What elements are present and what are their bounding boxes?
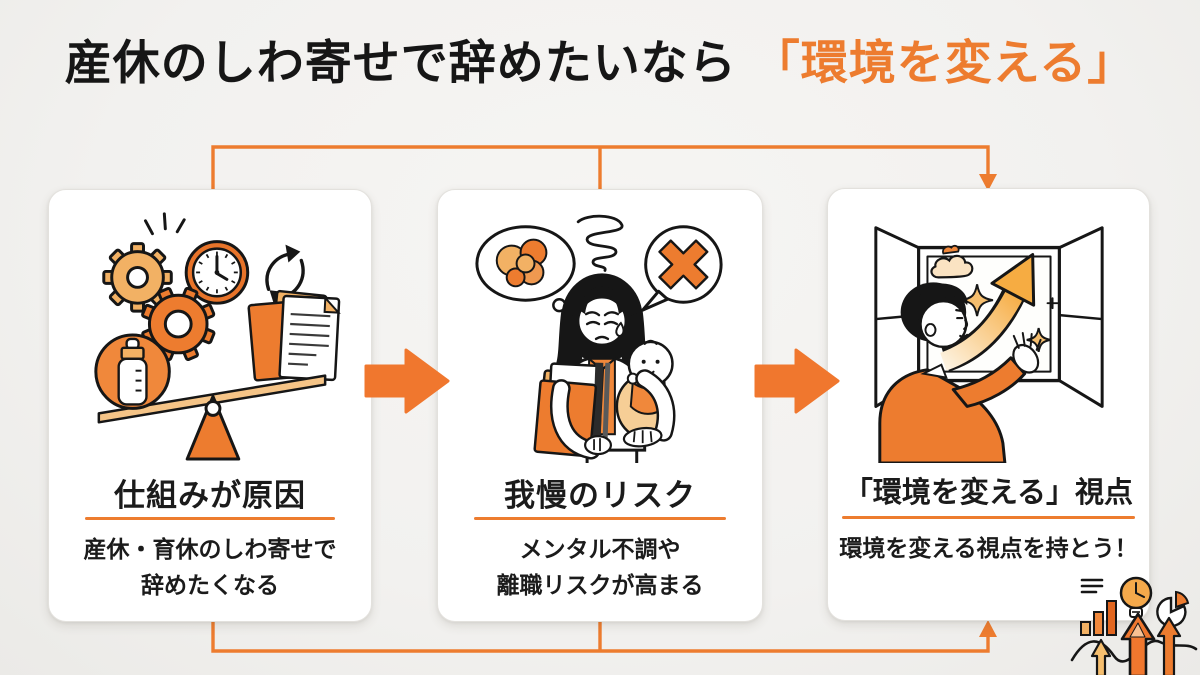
hand-icon [622,426,663,448]
sparkle-icon [143,212,186,236]
title-black-text: 産休のしわ寄せで辞めたいなら [64,36,737,89]
card-title: 「環境を変える」視点 [843,477,1134,509]
pie-chart-icon [1156,590,1190,628]
card2-illustration [475,214,723,464]
card-body: 産休・育休のしわ寄せで辞めたくなる [83,536,337,598]
card-body: 環境を変える視点を持とう！ [839,535,1138,561]
title-orange-text: 「環境を変える」 [752,36,1136,89]
hand-icon [1012,331,1042,374]
card-body: メンタル不調や離職リスクが高まる [496,536,704,598]
card-title: 仕組みが原因 [114,478,306,513]
thought-bubble-icon [475,225,576,324]
dizzy-swirl-icon [576,214,624,272]
top-loop-connector-arrow [211,145,990,192]
hand-icon [584,435,613,456]
card3-illustration [874,226,1104,463]
card-solution: 「環境を変える」視点 環境を変える視点を持とう！ [827,188,1150,621]
x-mark-bubble-icon [641,225,723,312]
rising-arrow-icon [939,253,1036,372]
card-divider [842,516,1135,519]
card-title: 我慢のリスク [504,478,696,513]
card-risk: 我慢のリスク メンタル不調や離職リスクが高まる [437,189,763,622]
documents-icon [247,289,341,382]
x-mark-icon [658,239,709,290]
corner-decor [1070,576,1198,675]
tangle-scribble-icon [495,238,548,288]
card1-illustration [94,212,341,461]
bottom-loop-connector-arrow [211,620,990,653]
mother-and-baby-figure [533,273,676,464]
card-cause: 仕組みが原因 産休・育休のしわ寄せで辞めたくなる [48,189,372,622]
card-divider [85,517,335,520]
list-lines-icon [1080,578,1104,594]
down-arrowhead-icon [979,174,997,191]
seesaw-icon [97,374,327,461]
clock-icon [184,240,250,305]
lightbulb-clock-icon [1119,576,1153,618]
cloud-icon [930,244,974,279]
page-title: 産休のしわ寄せで辞めたいなら「環境を変える」 [0,34,1200,93]
baby-bottle-icon [94,333,171,410]
bar-chart-icon [1080,600,1117,636]
sparkle-icon [961,284,1059,353]
growth-arrows-icon [1090,612,1182,675]
person-back-view [878,282,1042,463]
up-arrowhead-icon [979,620,997,637]
card-divider [474,517,726,520]
